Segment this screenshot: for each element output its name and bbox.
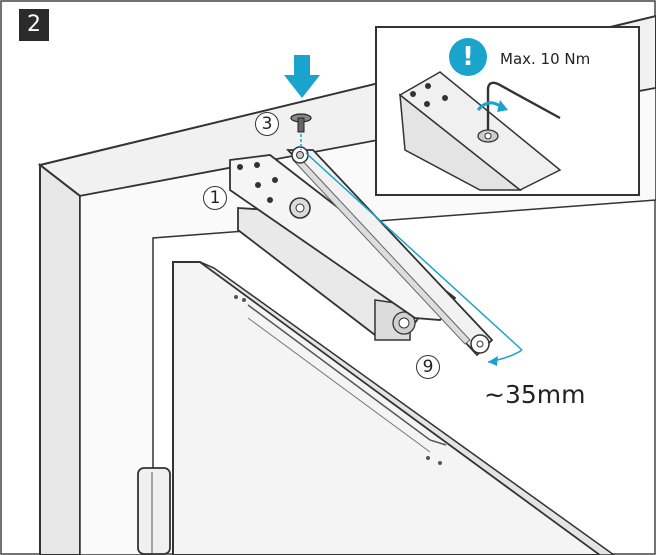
hinge bbox=[137, 467, 171, 555]
measurement-label: ~35mm bbox=[484, 380, 586, 409]
callout-part-1: 1 bbox=[203, 186, 227, 210]
slide-arm bbox=[285, 146, 494, 357]
rotation-arrow-icon bbox=[476, 100, 508, 112]
detail-inset bbox=[375, 26, 640, 196]
hex-key-icon bbox=[486, 81, 561, 130]
press-down-arrow-icon bbox=[284, 55, 320, 98]
warning-icon: ! bbox=[449, 38, 487, 76]
torque-label: Max. 10 Nm bbox=[500, 50, 591, 68]
callout-part-3: 3 bbox=[255, 112, 279, 136]
callout-part-9: 9 bbox=[416, 355, 440, 379]
measurement-indicator bbox=[305, 152, 523, 366]
step-number-badge: 2 bbox=[19, 9, 49, 41]
screw bbox=[290, 113, 312, 133]
mounting-plate bbox=[229, 154, 457, 321]
door-frame-left bbox=[39, 162, 81, 555]
